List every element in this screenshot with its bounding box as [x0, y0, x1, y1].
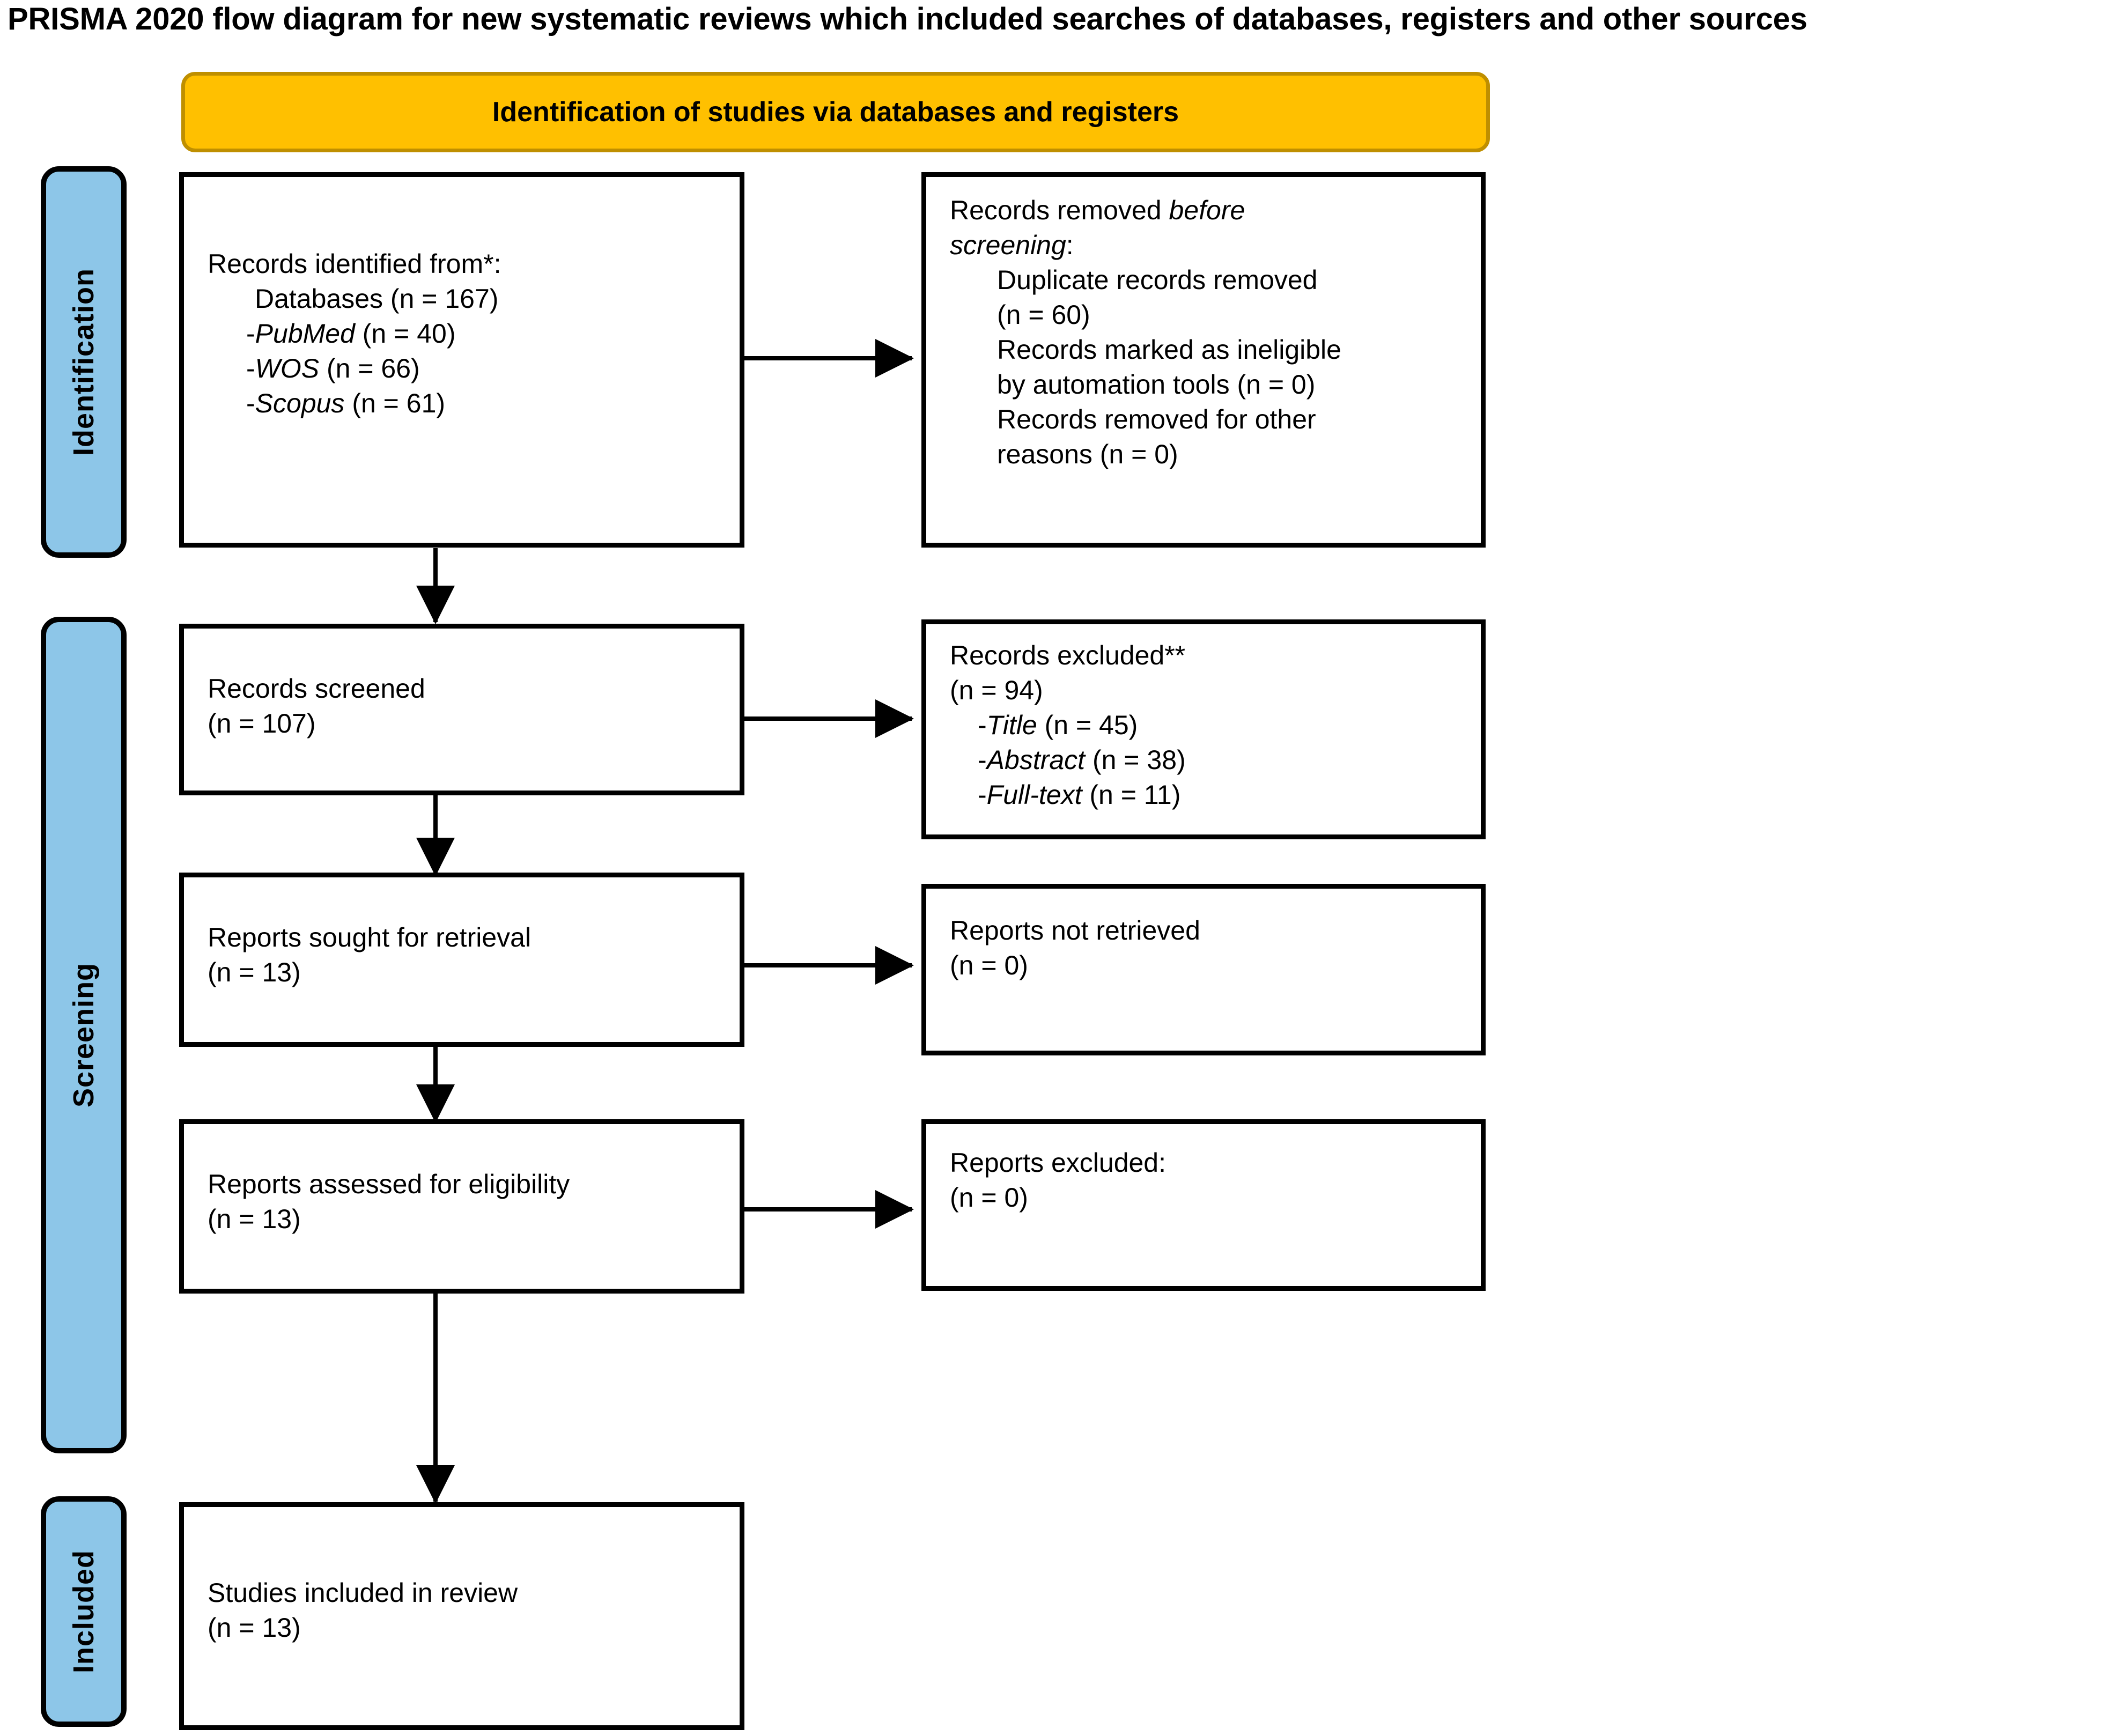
line-reports-assessed: Reports assessed for eligibility: [208, 1169, 570, 1199]
box-records-excluded[interactable]: Records excluded** (n = 94) -Title (n = …: [921, 619, 1486, 839]
box-records-screened-text: Records screened (n = 107): [208, 671, 729, 741]
line-reports-excluded: Reports excluded:: [950, 1148, 1167, 1178]
stage-pill-included: Included: [41, 1496, 127, 1727]
line-studies-included-n: (n = 13): [208, 1613, 301, 1643]
line-excluded-title: -Title (n = 45): [978, 710, 1138, 740]
line-duplicate-records-removed: Duplicate records removed: [997, 265, 1318, 295]
line-reports-sought-n: (n = 13): [208, 957, 301, 987]
box-records-removed-before-screening[interactable]: Records removed before screening: Duplic…: [921, 172, 1486, 548]
line-records-identified: Records identified from*:: [208, 249, 501, 279]
section-banner-identification: Identification of studies via databases …: [181, 72, 1490, 152]
line-duplicate-records-n: (n = 60): [997, 300, 1090, 330]
box-studies-included-text: Studies included in review (n = 13): [208, 1576, 729, 1645]
line-records-excluded: Records excluded**: [950, 640, 1186, 670]
box-records-identified[interactable]: Records identified from*: Databases (n =…: [179, 172, 744, 548]
line-ineligible-automation-a: Records marked as ineligible: [997, 335, 1341, 365]
stage-pill-screening: Screening: [41, 617, 127, 1453]
box-records-removed-text: Records removed before screening: Duplic…: [950, 193, 1470, 472]
line-removed-other-b: reasons (n = 0): [997, 439, 1178, 469]
line-excluded-abstract: -Abstract (n = 38): [978, 745, 1186, 775]
line-records-excluded-n: (n = 94): [950, 675, 1043, 705]
line-records-screened: Records screened: [208, 674, 425, 704]
line-records-screened-n: (n = 107): [208, 708, 316, 738]
box-reports-sought-text: Reports sought for retrieval (n = 13): [208, 920, 729, 990]
line-excluded-fulltext: -Full-text (n = 11): [978, 780, 1181, 810]
box-studies-included-in-review[interactable]: Studies included in review (n = 13): [179, 1502, 744, 1730]
box-reports-not-retrieved-text: Reports not retrieved (n = 0): [950, 913, 1470, 983]
box-records-identified-text: Records identified from*: Databases (n =…: [208, 247, 729, 421]
line-studies-included: Studies included in review: [208, 1578, 518, 1608]
box-reports-assessed-text: Reports assessed for eligibility (n = 13…: [208, 1167, 729, 1237]
line-screening: screening:: [950, 230, 1074, 260]
stage-pill-identification: Identification: [41, 166, 127, 558]
section-banner-label: Identification of studies via databases …: [492, 97, 1179, 128]
line-pubmed: -PubMed (n = 40): [246, 319, 456, 349]
box-reports-not-retrieved[interactable]: Reports not retrieved (n = 0): [921, 884, 1486, 1055]
box-reports-excluded[interactable]: Reports excluded: (n = 0): [921, 1119, 1486, 1291]
line-databases: Databases (n = 167): [255, 284, 499, 314]
line-reports-not-retrieved: Reports not retrieved: [950, 915, 1200, 945]
line-reports-sought: Reports sought for retrieval: [208, 922, 532, 952]
page-title: PRISMA 2020 flow diagram for new systema…: [8, 2, 1807, 36]
box-reports-excluded-text: Reports excluded: (n = 0): [950, 1146, 1470, 1215]
line-reports-assessed-n: (n = 13): [208, 1204, 301, 1234]
line-scopus: -Scopus (n = 61): [246, 388, 446, 418]
line-records-removed: Records removed before: [950, 195, 1245, 225]
line-reports-excluded-n: (n = 0): [950, 1183, 1028, 1213]
line-removed-other-a: Records removed for other: [997, 404, 1316, 434]
box-records-excluded-text: Records excluded** (n = 94) -Title (n = …: [950, 638, 1470, 812]
box-records-screened[interactable]: Records screened (n = 107): [179, 624, 744, 795]
line-wos: -WOS (n = 66): [246, 353, 420, 383]
stage-label-identification: Identification: [68, 268, 100, 456]
stage-label-screening: Screening: [68, 962, 100, 1108]
box-reports-sought-for-retrieval[interactable]: Reports sought for retrieval (n = 13): [179, 873, 744, 1047]
line-reports-not-retrieved-n: (n = 0): [950, 950, 1028, 980]
stage-label-included: Included: [68, 1549, 100, 1674]
box-reports-assessed-for-eligibility[interactable]: Reports assessed for eligibility (n = 13…: [179, 1119, 744, 1294]
line-ineligible-automation-b: by automation tools (n = 0): [997, 370, 1316, 400]
